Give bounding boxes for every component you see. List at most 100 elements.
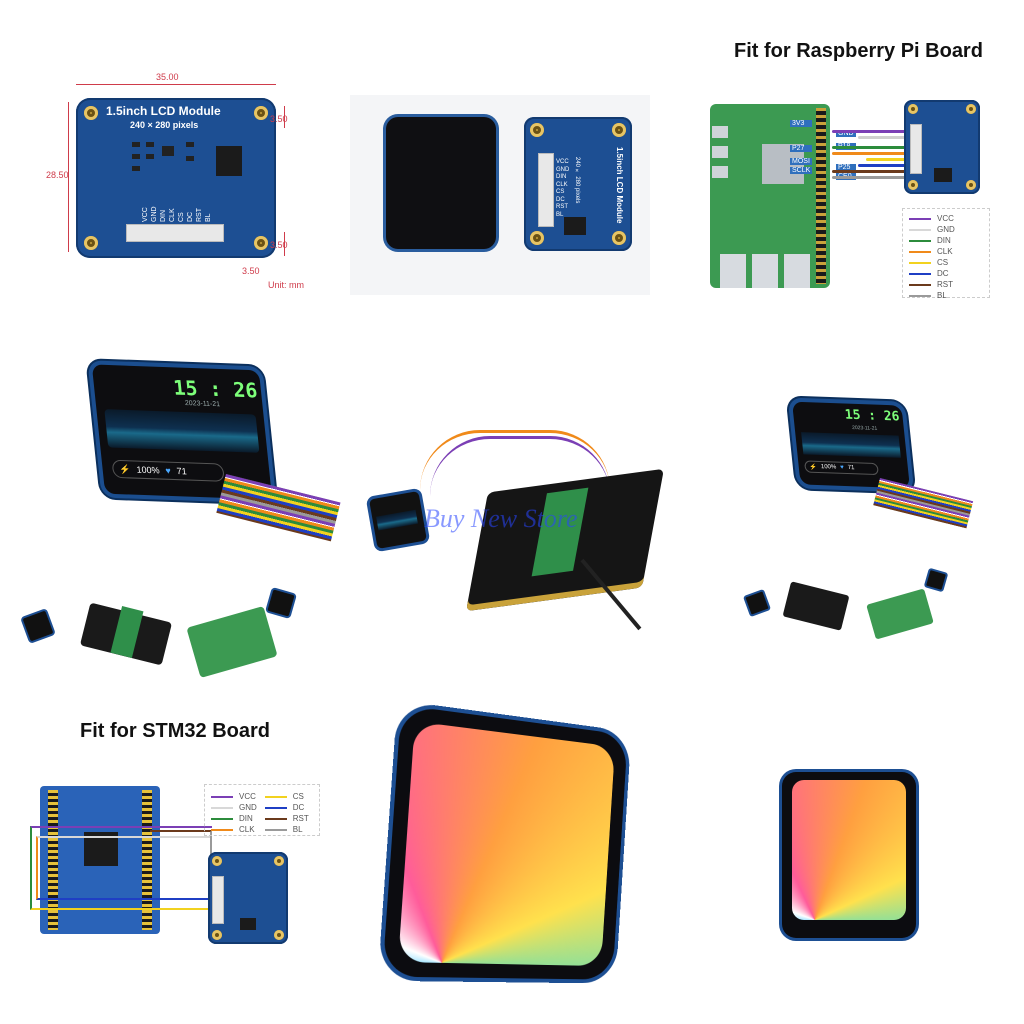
pin-label: RST <box>196 208 203 222</box>
dim-top-label: 3.50 <box>270 114 288 124</box>
legend-label: BL <box>937 291 947 300</box>
legend-item: DIN <box>909 235 983 246</box>
mini-rpi <box>186 605 278 679</box>
pin-label: VCC <box>556 159 569 165</box>
legend-item: BL <box>909 290 983 301</box>
legend-label: CS <box>292 792 304 801</box>
mount-hole <box>274 856 284 866</box>
wire-vcc <box>832 130 908 133</box>
legend-swatch <box>909 294 931 297</box>
legend-label: DIN <box>239 814 253 823</box>
mini-rpi <box>866 588 934 640</box>
legend-col: VCC GND DIN CLK <box>211 791 257 834</box>
legend-swatch <box>211 806 233 809</box>
front-back-panel: VCC GND DIN CLK CS DC RST BL 1.5inch LCD… <box>350 95 650 295</box>
mount-hole <box>530 123 544 137</box>
mount-hole <box>908 180 918 190</box>
mount-hole <box>612 231 626 245</box>
legend-swatch <box>909 239 931 242</box>
mount-hole <box>274 930 284 940</box>
rpi-board <box>710 104 830 288</box>
status-bar: ⚡ 100% ♥ 71 <box>804 460 879 476</box>
ic-chip <box>216 146 242 176</box>
rpi-title: Fit for Raspberry Pi Board <box>734 40 983 62</box>
pin-label: GND <box>556 166 570 173</box>
pin-label: RST <box>556 204 568 210</box>
legend-item: CS <box>264 791 309 802</box>
legend-label: BL <box>292 825 303 834</box>
carrier-board <box>782 581 850 631</box>
legend-swatch <box>909 283 931 286</box>
legend-swatch <box>909 217 931 220</box>
smd-part <box>132 166 140 171</box>
watch-display-right: 15 : 26 2023-11-21 ⚡ 100% ♥ 71 <box>792 401 910 489</box>
mount-hole <box>612 123 626 137</box>
back-pin-labels: VCC GND DIN CLK CS DC RST BL <box>556 159 569 219</box>
pico-setup-thumb <box>20 572 173 682</box>
heart-value: 71 <box>176 465 188 477</box>
mount-hole <box>212 856 222 866</box>
lcd-back-view: VCC GND DIN CLK CS DC RST BL 1.5inch LCD… <box>524 117 632 251</box>
stm32-legend: VCC GND DIN CLK CS DC RST BL <box>204 784 320 836</box>
clock-time: 15 : 26 <box>844 407 901 425</box>
wire-clk <box>832 152 908 155</box>
back-subtitle-text: 240 × 280 pixels <box>574 157 580 204</box>
legend-item: GND <box>211 802 257 813</box>
lcd-front-view <box>386 117 496 249</box>
back-subtitle: 240 × 280 pixels <box>574 157 580 203</box>
legend-label: CS <box>937 258 949 267</box>
mount-hole <box>966 104 976 114</box>
pin-label: BL <box>205 213 212 222</box>
fpc-connector <box>126 224 224 242</box>
mount-hole <box>254 106 268 120</box>
clock-date: 2023-11-21 <box>851 424 878 432</box>
dim-width-label: 35.00 <box>156 72 179 82</box>
legend-item: VCC <box>211 791 257 802</box>
ic-chip <box>934 168 952 182</box>
back-title: 1.5inch LCD Module <box>584 147 624 237</box>
clock-date: 2023-11-21 <box>184 399 221 409</box>
pin-label: DIN <box>160 209 167 222</box>
mount-hole <box>84 236 98 250</box>
heart-icon: ♥ <box>840 464 845 471</box>
mount-hole <box>254 236 268 250</box>
legend-swatch <box>909 250 931 253</box>
wire-gnd <box>858 136 908 139</box>
pi-label: GND <box>836 130 856 137</box>
legend-label: VCC <box>937 214 954 223</box>
stm32-wire-bundle-2 <box>36 836 212 900</box>
rpi-legend: VCC GND DIN CLK CS DC RST BL <box>902 208 990 301</box>
smd-part <box>132 142 140 147</box>
battery-value: 100% <box>136 464 160 476</box>
ribbon-cable <box>216 474 341 542</box>
legend-item: CLK <box>909 246 983 257</box>
bolt-icon: ⚡ <box>118 463 132 474</box>
mini-lcd <box>20 608 56 644</box>
unit-label: Unit: mm <box>268 280 304 290</box>
legend-label: GND <box>937 225 955 234</box>
pin-label: DC <box>187 211 194 222</box>
header-pins <box>48 790 58 930</box>
fpc-connector <box>212 876 224 924</box>
legend-label: CLK <box>239 825 255 834</box>
legend-swatch <box>264 795 287 798</box>
mount-hole <box>530 231 544 245</box>
wire-dc <box>858 164 908 167</box>
mount-hole <box>84 106 98 120</box>
lcd-module-board: 1.5inch LCD Module 240 × 280 pixels VCC … <box>76 98 276 258</box>
smd-part <box>186 142 194 147</box>
pi-label: P27 <box>790 145 813 152</box>
battery-value: 100% <box>820 464 837 471</box>
rpi-pin-labels: 3V3 P27 MOSI SCLK <box>790 120 813 174</box>
pico-demo-panel: Buy New Store <box>360 400 664 640</box>
angled-lcd <box>382 704 628 980</box>
pin-label: DIN <box>556 174 567 180</box>
stm32-wire-bundle <box>30 826 212 910</box>
wire-cs <box>866 158 908 161</box>
pin-label: VCC <box>142 207 149 222</box>
clock-time: 15 : 26 <box>172 375 259 403</box>
dim-line-right-bottom <box>284 232 285 256</box>
legend-swatch <box>211 795 233 798</box>
pin-label: CLK <box>169 208 176 222</box>
back-title-text: 1.5inch LCD Module <box>615 147 624 224</box>
